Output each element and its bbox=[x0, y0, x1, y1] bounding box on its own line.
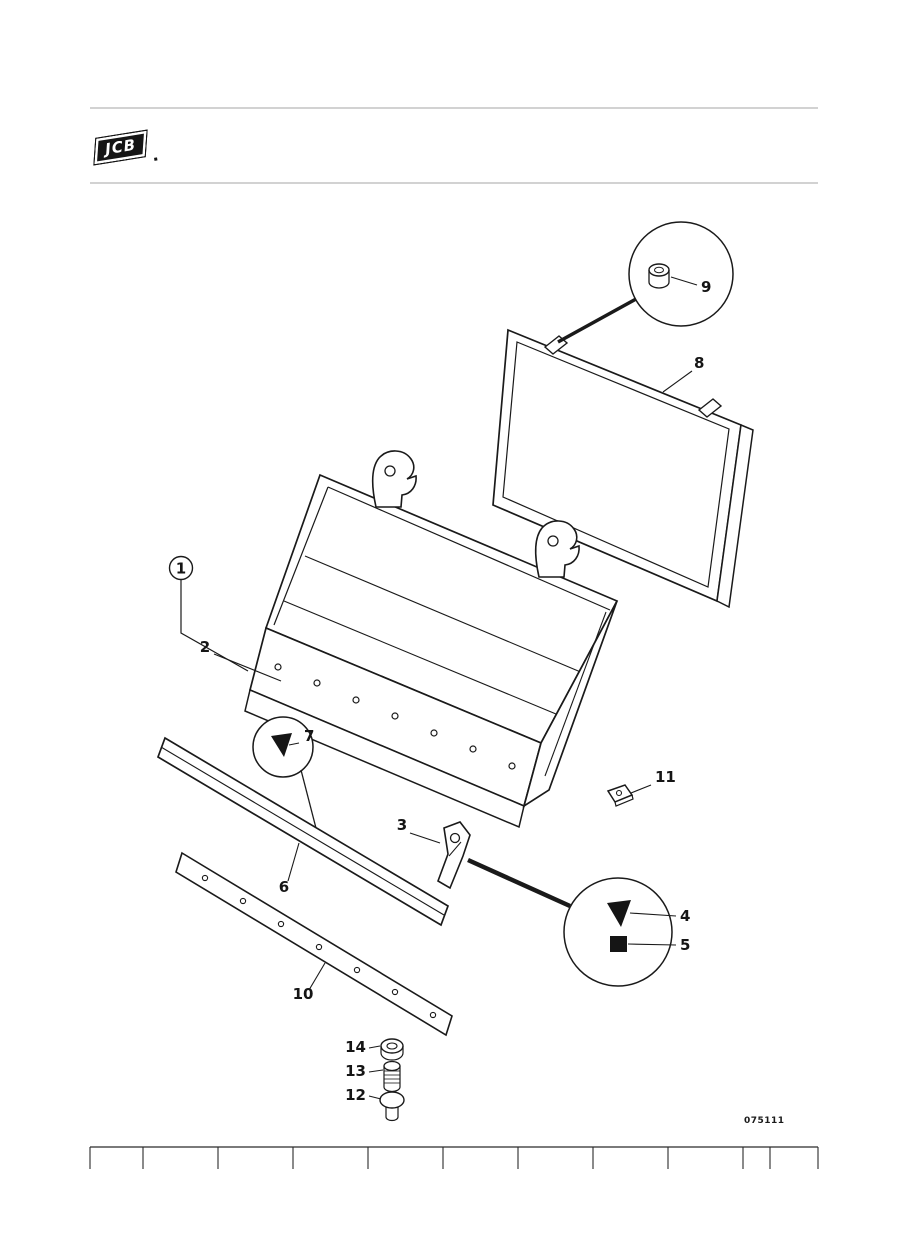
leader-line-8 bbox=[662, 370, 693, 393]
leader-line-14 bbox=[368, 1045, 381, 1049]
leader-line-11 bbox=[630, 784, 652, 794]
callout-label-3: 3 bbox=[397, 816, 407, 834]
callout-label-12: 12 bbox=[345, 1086, 366, 1104]
callout-label-14: 14 bbox=[345, 1038, 366, 1056]
part-bolt-threaded bbox=[383, 1060, 401, 1093]
callout-label-10: 10 bbox=[293, 985, 314, 1003]
bucket-bolt-holes bbox=[274, 663, 516, 770]
callout-label-11: 11 bbox=[655, 768, 676, 786]
bottom-scale-bar bbox=[89, 1146, 819, 1169]
callout-label-9: 9 bbox=[701, 278, 711, 296]
callout-label-1: 1 bbox=[176, 560, 186, 578]
screen-hook-right bbox=[697, 398, 723, 418]
leader-line-13 bbox=[368, 1069, 384, 1073]
part-plough-bolt bbox=[379, 1091, 405, 1122]
leader-line-6 bbox=[287, 842, 300, 882]
part-tooth bbox=[437, 821, 471, 890]
leader-line-2 bbox=[213, 653, 282, 682]
pointer-line-9 bbox=[557, 297, 637, 344]
part-nut bbox=[380, 1038, 404, 1061]
part-shim bbox=[606, 784, 634, 807]
header-rules bbox=[90, 107, 818, 184]
callout-label-8: 8 bbox=[694, 354, 704, 372]
callout-label-6: 6 bbox=[279, 878, 289, 896]
detail-circle-pin bbox=[628, 221, 734, 327]
bucket-hook-right bbox=[534, 520, 580, 578]
detail-circle-wedge-block bbox=[563, 877, 677, 987]
leader-line-10 bbox=[308, 962, 326, 991]
leader-line-12 bbox=[368, 1095, 382, 1100]
part-bucket bbox=[244, 450, 619, 829]
part-cutting-edge bbox=[156, 736, 450, 927]
callout-label-4: 4 bbox=[680, 907, 690, 925]
bucket-hook-left bbox=[371, 450, 417, 508]
leader-line-3 bbox=[409, 832, 441, 844]
figure-code: 075111 bbox=[744, 1116, 785, 1126]
callout-label-13: 13 bbox=[345, 1062, 366, 1080]
part-edge-strip bbox=[175, 851, 453, 1037]
detail-circle-wedge bbox=[252, 716, 318, 833]
callout-label-5: 5 bbox=[680, 936, 690, 954]
callout-label-7: 7 bbox=[304, 727, 314, 745]
callout-label-2: 2 bbox=[200, 638, 210, 656]
pointer-line-45 bbox=[467, 857, 571, 909]
part-back-screen bbox=[492, 328, 754, 609]
